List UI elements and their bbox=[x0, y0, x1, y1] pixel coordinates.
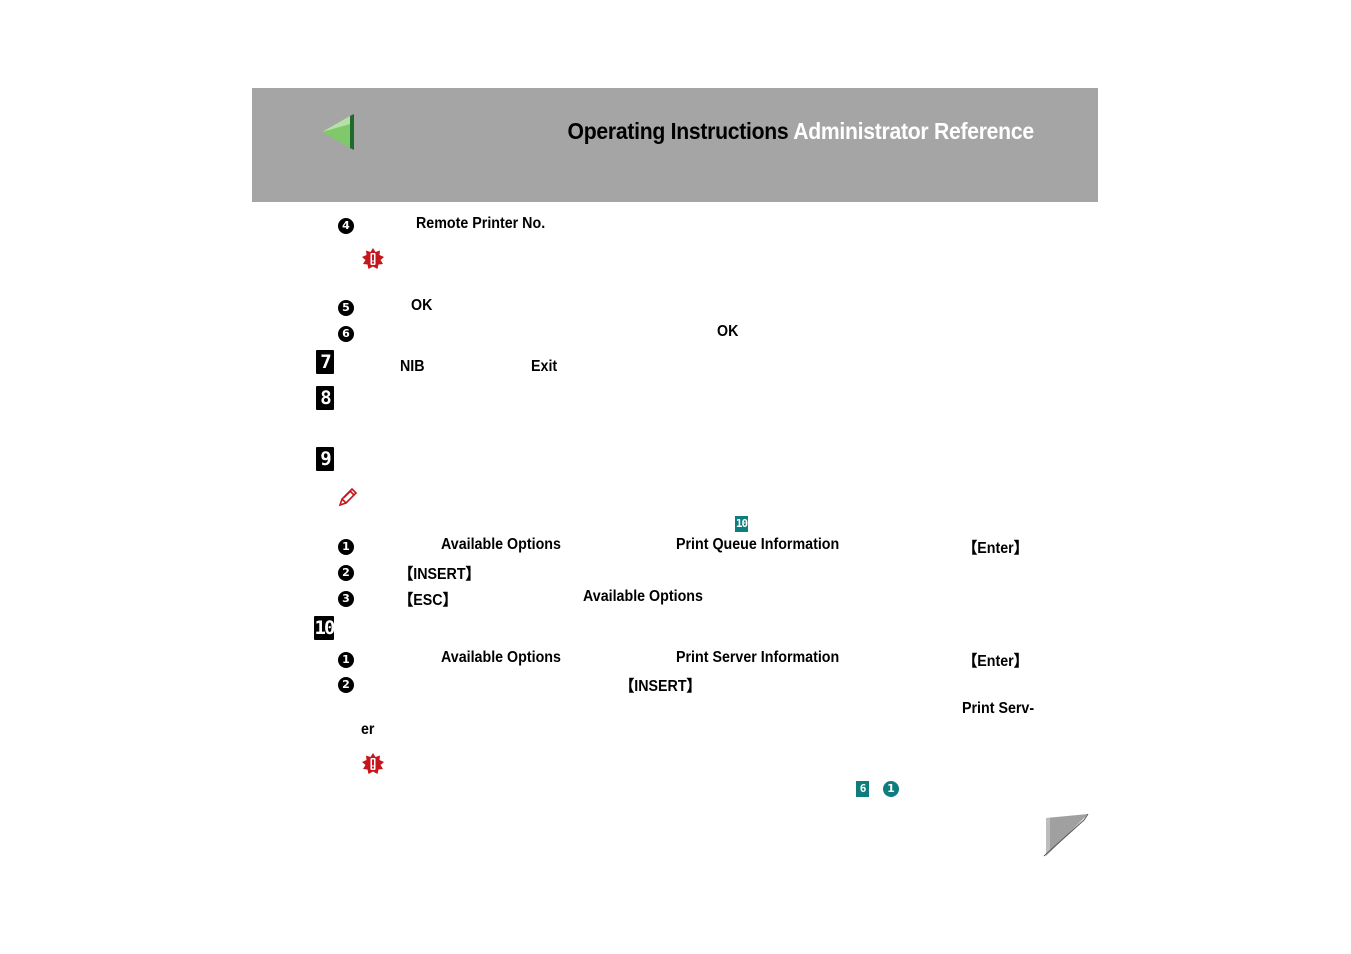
ok-label-6: OK bbox=[717, 323, 739, 340]
next-page-icon[interactable] bbox=[1040, 812, 1090, 858]
title-main: Operating Instructions bbox=[567, 118, 789, 144]
substep-marker-4: 4 bbox=[338, 218, 354, 234]
exit-label: Exit bbox=[531, 358, 558, 375]
title-sub: Administrator Reference bbox=[793, 118, 1034, 144]
insert-key-label: 【INSERT】 bbox=[620, 678, 701, 695]
pencil-note-icon bbox=[338, 487, 358, 507]
remote-printer-no-label: Remote Printer No. bbox=[416, 215, 546, 232]
substep-marker-6: 6 bbox=[338, 326, 354, 342]
substep-marker-10-1: 1 bbox=[338, 652, 354, 668]
enter-key-label: 【Enter】 bbox=[963, 540, 1028, 557]
print-server-label-part2: er bbox=[361, 721, 375, 738]
important-icon bbox=[362, 753, 384, 774]
back-arrow-icon[interactable] bbox=[320, 114, 356, 150]
nib-label: NIB bbox=[400, 358, 425, 375]
step-marker-7: 7 bbox=[316, 350, 334, 374]
substep-marker-9-1: 1 bbox=[338, 539, 354, 555]
available-options-label: Available Options bbox=[441, 649, 561, 666]
step-ref-6-link[interactable]: 6 bbox=[856, 781, 869, 797]
substep-ref-1-link[interactable]: 1 bbox=[883, 781, 899, 797]
print-queue-information-label: Print Queue Information bbox=[676, 536, 840, 553]
ok-label-5: OK bbox=[411, 297, 433, 314]
step-marker-9: 9 bbox=[316, 447, 334, 471]
important-icon bbox=[362, 248, 384, 269]
print-server-label-part1: Print Serv- bbox=[962, 700, 1035, 717]
substep-marker-10-2: 2 bbox=[338, 677, 354, 693]
substep-marker-9-2: 2 bbox=[338, 565, 354, 581]
page-title: Operating Instructions Administrator Ref… bbox=[567, 118, 1035, 145]
print-server-information-label: Print Server Information bbox=[676, 649, 840, 666]
substep-marker-9-3: 3 bbox=[338, 591, 354, 607]
enter-key-label: 【Enter】 bbox=[963, 653, 1028, 670]
step-marker-8: 8 bbox=[316, 386, 334, 410]
esc-key-label: 【ESC】 bbox=[399, 592, 457, 609]
available-options-label: Available Options bbox=[441, 536, 561, 553]
step-ref-10-link[interactable]: 10 bbox=[735, 516, 748, 532]
step-marker-10: 10 bbox=[314, 616, 335, 640]
insert-key-label: 【INSERT】 bbox=[399, 566, 480, 583]
page-header: Operating Instructions Administrator Ref… bbox=[252, 88, 1098, 202]
available-options-label: Available Options bbox=[583, 588, 703, 605]
substep-marker-5: 5 bbox=[338, 300, 354, 316]
